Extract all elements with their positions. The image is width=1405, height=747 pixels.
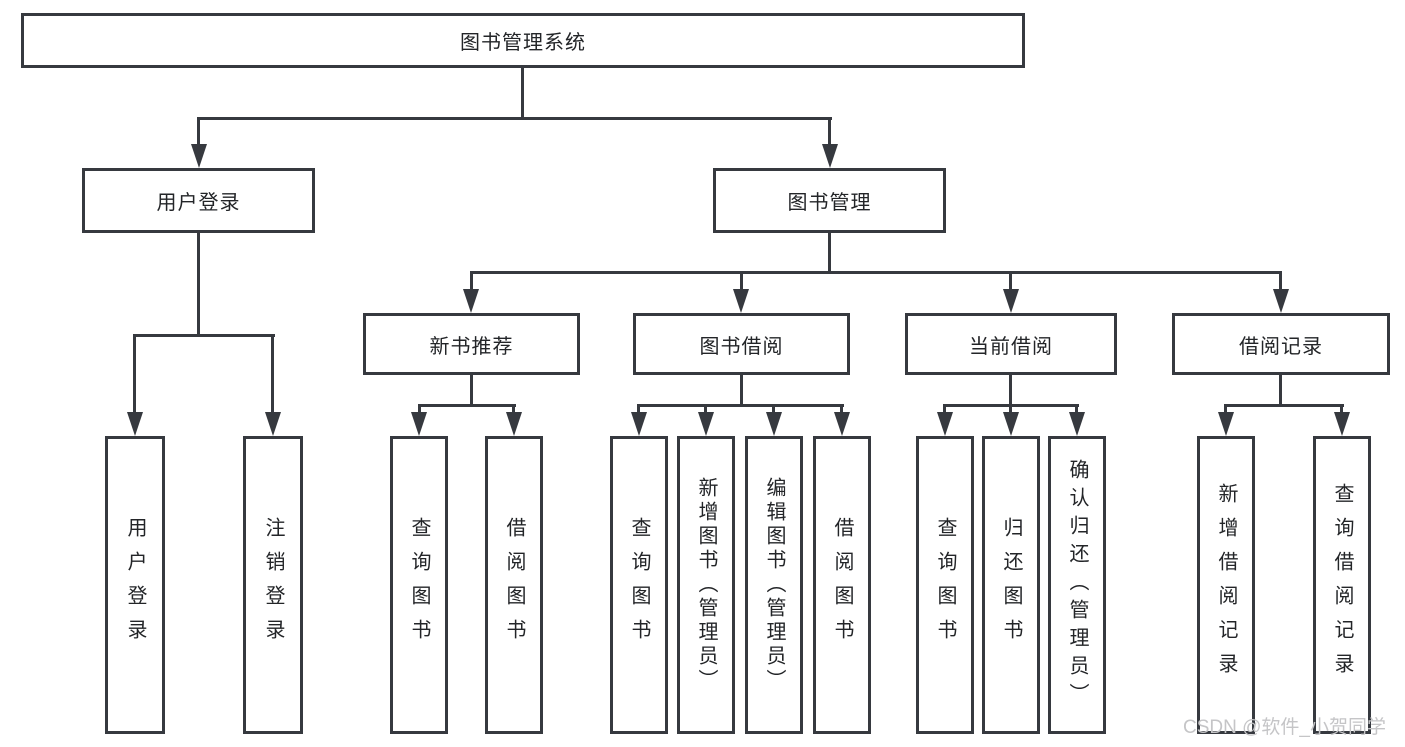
arrow-down-icon [1273,289,1289,313]
node-book-management-label: 图书管理 [787,192,872,214]
connector-line [638,404,844,407]
csdn-watermark: CSDN @软件_小贺同学 [1183,717,1386,738]
connector-line [470,375,473,407]
connector-line [198,117,832,120]
leaf-edit-books-admin: 编辑图书（管理员） [745,436,803,734]
connector-line [740,271,743,290]
arrow-down-icon [1218,412,1234,436]
arrow-down-icon [1003,412,1019,436]
arrow-down-icon [698,412,714,436]
leaf-user-login: 用户登录 [105,436,165,734]
arrow-down-icon [1334,412,1350,436]
arrow-down-icon [631,412,647,436]
leaf-user-login-label: 用户登录 [124,517,146,653]
leaf-logout-login-label: 注销登录 [262,517,284,653]
leaf-borrow-books-recommend-label: 借阅图书 [503,517,525,653]
leaf-return-books-label: 归还图书 [1000,517,1022,653]
node-book-borrow: 图书借阅 [633,313,850,375]
leaf-confirm-return-admin: 确认归还（管理员） [1048,436,1106,734]
arrow-down-icon [1069,412,1085,436]
leaf-query-borrow-record: 查询借阅记录 [1313,436,1371,734]
node-current-borrow-label: 当前借阅 [969,335,1053,358]
arrow-down-icon [937,412,953,436]
arrow-down-icon [834,412,850,436]
connector-line [470,271,473,290]
connector-line [197,117,200,146]
leaf-return-books: 归还图书 [982,436,1040,734]
arrow-down-icon [733,289,749,313]
leaf-query-books-current-label: 查询图书 [934,517,956,653]
leaf-edit-books-admin-label: 编辑图书（管理员） [763,477,785,693]
leaf-query-books-recommend-label: 查询图书 [408,517,430,653]
node-book-management: 图书管理 [713,168,946,233]
node-borrow-records-label: 借阅记录 [1239,335,1323,358]
connector-line [1075,404,1078,414]
leaf-borrow-books-recommend: 借阅图书 [485,436,543,734]
arrow-down-icon [1003,289,1019,313]
connector-line [1279,375,1282,407]
arrow-down-icon [411,412,427,436]
leaf-query-books-current: 查询图书 [916,436,974,734]
connector-line [418,404,516,407]
arrow-down-icon [127,412,143,436]
connector-line [1009,271,1012,290]
connector-line [521,68,524,120]
leaf-add-borrow-record-label: 新增借阅记录 [1215,483,1237,687]
connector-line [133,334,275,337]
arrow-down-icon [506,412,522,436]
node-borrow-records: 借阅记录 [1172,313,1390,375]
connector-line [133,334,136,413]
leaf-borrow-books-label: 借阅图书 [831,517,853,653]
connector-line [740,375,743,407]
leaf-confirm-return-admin-label: 确认归还（管理员） [1066,459,1088,711]
connector-line [1340,404,1343,414]
leaf-query-books-borrow: 查询图书 [610,436,668,734]
connector-line [704,404,707,414]
leaf-add-books-admin: 新增图书（管理员） [677,436,735,734]
connector-line [1225,404,1344,407]
connector-line [197,233,200,337]
arrow-down-icon [822,144,838,168]
leaf-query-books-borrow-label: 查询图书 [628,517,650,653]
connector-line [271,334,274,413]
connector-line [1009,375,1012,407]
node-root-label: 图书管理系统 [460,32,586,54]
connector-line [828,117,831,146]
connector-line [637,404,640,414]
connector-line [943,404,946,414]
connector-line [418,404,421,414]
node-book-borrow-label: 图书借阅 [699,335,784,358]
connector-line [470,271,1282,274]
connector-line [512,404,515,414]
leaf-query-borrow-record-label: 查询借阅记录 [1331,483,1353,687]
connector-line [1009,404,1012,414]
node-new-book-recommend-label: 新书推荐 [429,335,514,358]
connector-line [772,404,775,414]
connector-line [840,404,843,414]
node-user-login: 用户登录 [82,168,315,233]
arrow-down-icon [265,412,281,436]
arrow-down-icon [766,412,782,436]
connector-line [828,233,831,274]
arrow-down-icon [463,289,479,313]
leaf-add-books-admin-label: 新增图书（管理员） [695,477,717,693]
leaf-logout-login: 注销登录 [243,436,303,734]
arrow-down-icon [191,144,207,168]
leaf-add-borrow-record: 新增借阅记录 [1197,436,1255,734]
connector-line [1224,404,1227,414]
node-root: 图书管理系统 [21,13,1025,68]
leaf-query-books-recommend: 查询图书 [390,436,448,734]
node-current-borrow: 当前借阅 [905,313,1117,375]
leaf-borrow-books: 借阅图书 [813,436,871,734]
connector-line [1279,271,1282,290]
node-new-book-recommend: 新书推荐 [363,313,580,375]
node-user-login-label: 用户登录 [156,192,241,214]
